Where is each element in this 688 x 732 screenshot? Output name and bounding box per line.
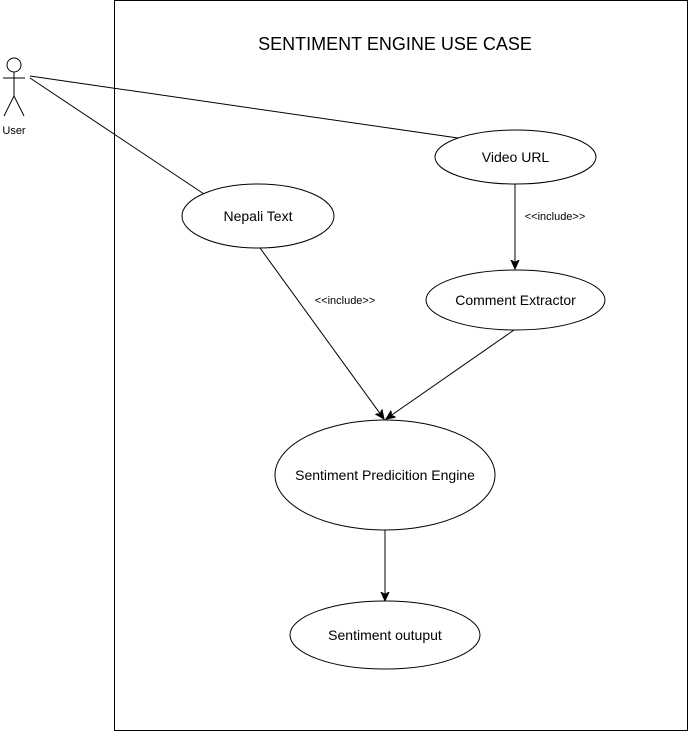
use-case-sentiment-engine-label: Sentiment Predicition Engine bbox=[295, 467, 475, 483]
arrow-nepali-text-to-engine bbox=[259, 247, 384, 419]
use-case-comment-extractor[interactable]: Comment Extractor bbox=[425, 269, 606, 331]
arrow-comment-extractor-to-engine bbox=[386, 329, 515, 419]
actor-head bbox=[6, 57, 22, 73]
association-user-nepali-text bbox=[29, 77, 205, 195]
actor-right-leg bbox=[13, 95, 25, 117]
use-case-nepali-text[interactable]: Nepali Text bbox=[181, 183, 335, 249]
use-case-video-url[interactable]: Video URL bbox=[434, 129, 597, 185]
use-case-sentiment-output[interactable]: Sentiment outuput bbox=[289, 600, 481, 670]
use-case-video-url-label: Video URL bbox=[482, 149, 550, 165]
association-user-video-url bbox=[29, 75, 459, 139]
actor-left-leg bbox=[3, 95, 15, 117]
include-label-nepali-text: <<include>> bbox=[315, 295, 376, 307]
use-case-sentiment-output-label: Sentiment outuput bbox=[328, 627, 442, 643]
include-label-video-url: <<include>> bbox=[525, 211, 586, 223]
use-case-nepali-text-label: Nepali Text bbox=[223, 208, 292, 224]
use-case-comment-extractor-label: Comment Extractor bbox=[455, 292, 576, 308]
actor-user[interactable]: User bbox=[2, 57, 26, 137]
use-case-sentiment-engine[interactable]: Sentiment Predicition Engine bbox=[274, 419, 496, 531]
actor-label: User bbox=[2, 125, 26, 137]
diagram-title: SENTIMENT ENGINE USE CASE bbox=[258, 34, 532, 54]
